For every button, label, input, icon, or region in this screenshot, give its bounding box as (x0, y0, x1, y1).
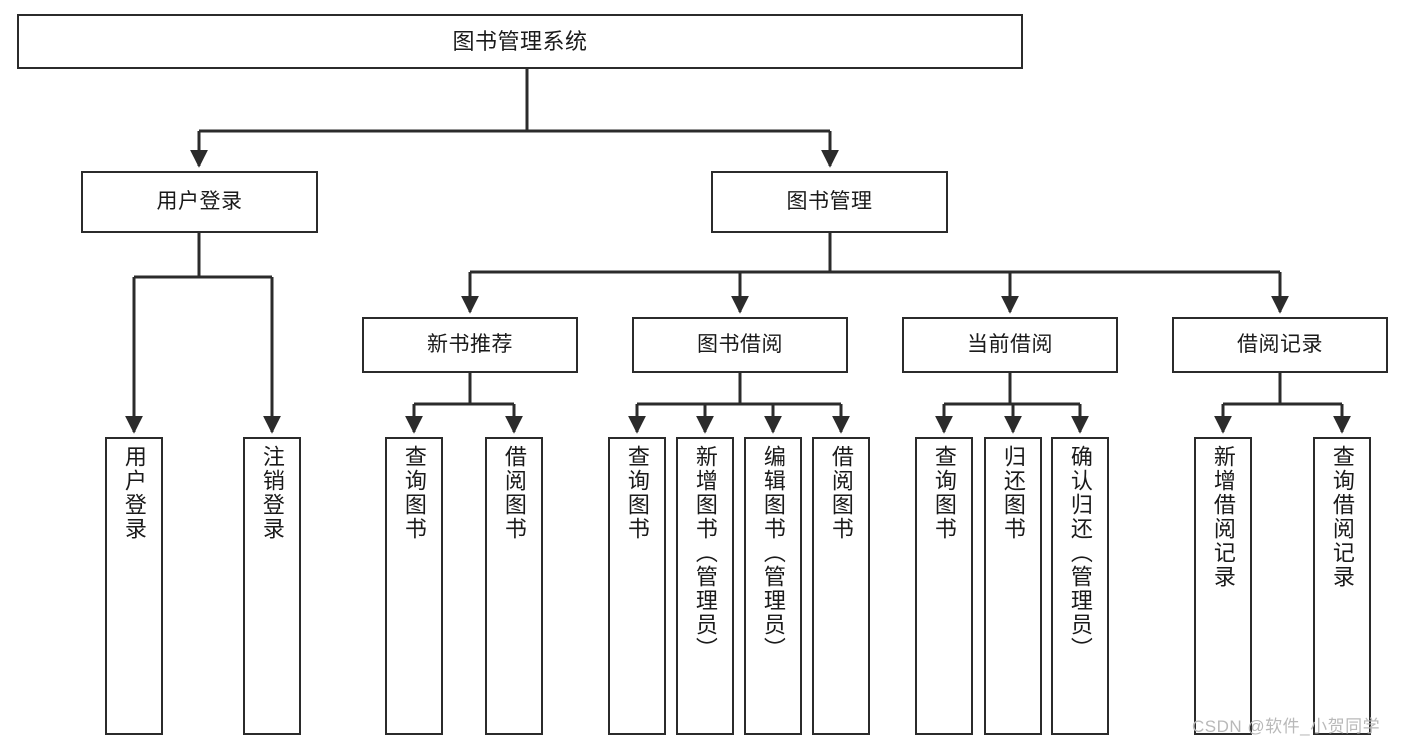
leaf-user-login-2-label: 注销登录 (259, 445, 285, 541)
node-current-borrow[interactable]: 当前借阅 (902, 317, 1118, 373)
leaf-borrow-record-2[interactable]: 查询借阅记录 (1313, 437, 1371, 735)
leaf-book-borrow-2[interactable]: 新增图书（管理员） (676, 437, 734, 735)
node-new-book-recommend-label: 新书推荐 (427, 332, 513, 356)
leaf-book-borrow-3-label: 编辑图书（管理员） (760, 445, 786, 661)
leaf-borrow-record-2-label: 查询借阅记录 (1329, 445, 1355, 589)
node-borrow-record[interactable]: 借阅记录 (1172, 317, 1388, 373)
leaf-book-borrow-2-label: 新增图书（管理员） (692, 445, 718, 661)
leaf-book-borrow-1[interactable]: 查询图书 (608, 437, 666, 735)
node-current-borrow-label: 当前借阅 (967, 332, 1053, 356)
leaf-user-login-1-label: 用户登录 (121, 445, 147, 541)
leaf-current-borrow-3[interactable]: 确认归还（管理员） (1051, 437, 1109, 735)
leaf-book-borrow-1-label: 查询图书 (624, 445, 650, 541)
leaf-borrow-record-1-label: 新增借阅记录 (1210, 445, 1236, 589)
csdn-watermark: CSDN @软件_小贺同学 (1192, 717, 1381, 736)
node-new-book-recommend[interactable]: 新书推荐 (362, 317, 578, 373)
leaf-new-book-2-label: 借阅图书 (501, 445, 527, 541)
node-user-login[interactable]: 用户登录 (81, 171, 318, 233)
node-book-borrow-label: 图书借阅 (697, 332, 783, 356)
node-book-borrow[interactable]: 图书借阅 (632, 317, 848, 373)
leaf-book-borrow-4[interactable]: 借阅图书 (812, 437, 870, 735)
node-borrow-record-label: 借阅记录 (1237, 332, 1323, 356)
leaf-user-login-1[interactable]: 用户登录 (105, 437, 163, 735)
leaf-current-borrow-2-label: 归还图书 (1000, 445, 1026, 541)
leaf-current-borrow-3-label: 确认归还（管理员） (1067, 445, 1093, 661)
leaf-book-borrow-3[interactable]: 编辑图书（管理员） (744, 437, 802, 735)
leaf-new-book-1-label: 查询图书 (401, 445, 427, 541)
node-root-label: 图书管理系统 (452, 28, 588, 54)
leaf-current-borrow-2[interactable]: 归还图书 (984, 437, 1042, 735)
node-book-management-label: 图书管理 (786, 189, 873, 213)
leaf-book-borrow-4-label: 借阅图书 (828, 445, 854, 541)
leaf-borrow-record-1[interactable]: 新增借阅记录 (1194, 437, 1252, 735)
leaf-new-book-1[interactable]: 查询图书 (385, 437, 443, 735)
node-root[interactable]: 图书管理系统 (17, 14, 1023, 69)
node-book-management[interactable]: 图书管理 (711, 171, 948, 233)
leaf-current-borrow-1-label: 查询图书 (931, 445, 957, 541)
leaf-user-login-2[interactable]: 注销登录 (243, 437, 301, 735)
leaf-current-borrow-1[interactable]: 查询图书 (915, 437, 973, 735)
leaf-new-book-2[interactable]: 借阅图书 (485, 437, 543, 735)
node-user-login-label: 用户登录 (156, 189, 243, 213)
